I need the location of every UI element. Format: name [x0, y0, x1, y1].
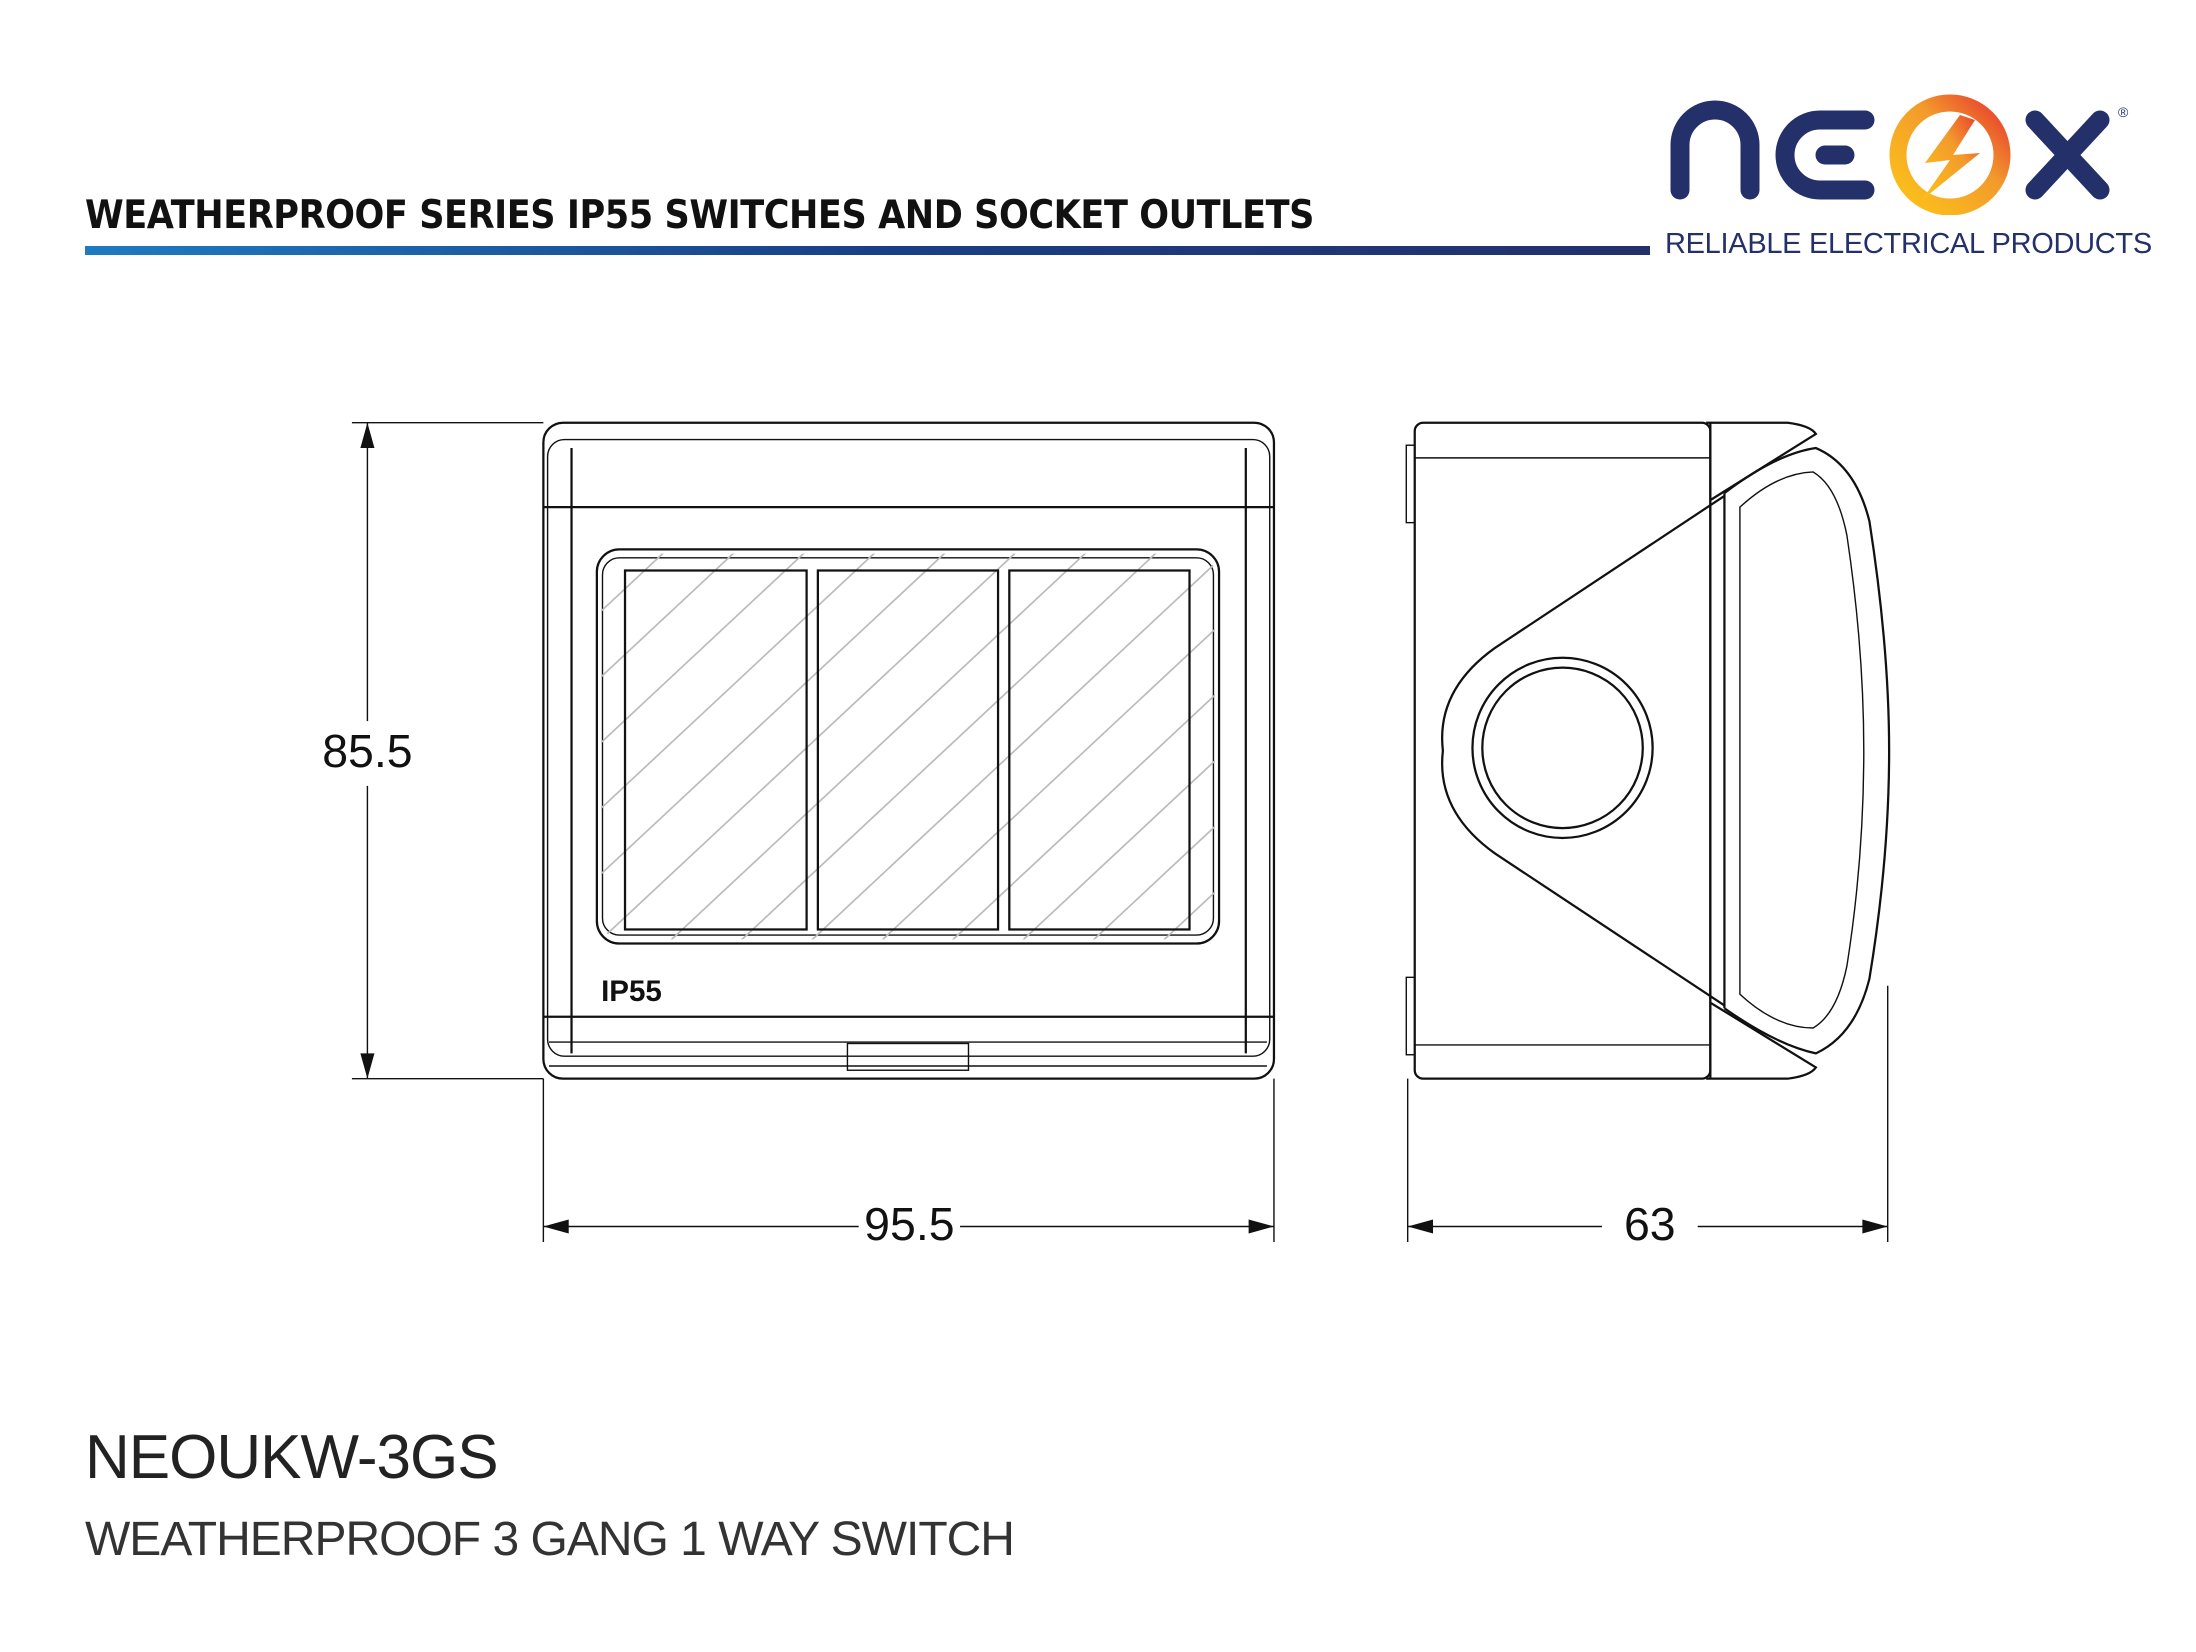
hatch-line [948, 553, 1215, 940]
neox-logo: ® [1670, 94, 2129, 215]
switch-rocker-2[interactable] [816, 569, 1000, 931]
hatch-line [666, 553, 1091, 940]
hatch-line [601, 553, 739, 940]
ip-rating-label: IP55 [601, 975, 662, 1008]
hatch-line [601, 553, 1020, 940]
svg-text:®: ® [2118, 104, 2129, 120]
side-view [1405, 421, 1891, 1080]
product-description: WEATHERPROOF 3 GANG 1 WAY SWITCH [85, 1513, 1015, 1566]
width-dimension: 95.5 [542, 1078, 1275, 1250]
hatch-line [601, 553, 950, 940]
brand-tagline: RELIABLE ELECTRICAL PRODUCTS [1665, 228, 2152, 260]
hatch-line [877, 553, 1215, 940]
depth-dimension-label: 63 [1624, 1198, 1676, 1250]
hatch-line [601, 553, 668, 940]
product-model: NEOUKW-3GS [85, 1423, 499, 1492]
depth-dimension: 63 [1406, 985, 1889, 1250]
front-view: IP55 [542, 421, 1276, 1080]
page-title: WEATHERPROOF SERIES IP55 SWITCHES AND SO… [85, 193, 1314, 238]
switch-rocker-1[interactable] [623, 569, 808, 931]
hatch-line [601, 553, 809, 940]
switch-knob [1471, 656, 1654, 840]
header-divider [85, 246, 1650, 255]
width-dimension-label: 95.5 [864, 1198, 954, 1250]
hatch-line [807, 553, 1215, 940]
hatch-line [601, 553, 879, 940]
cover-hatching [601, 553, 1215, 940]
height-dimension: 85.5 [322, 421, 544, 1080]
switch-rocker-3[interactable] [1008, 569, 1191, 931]
hatch-line [1159, 553, 1215, 940]
hatch-line [737, 553, 1161, 940]
hatch-line [1088, 553, 1215, 940]
hatch-line [1018, 553, 1215, 940]
height-dimension-label: 85.5 [322, 725, 412, 777]
